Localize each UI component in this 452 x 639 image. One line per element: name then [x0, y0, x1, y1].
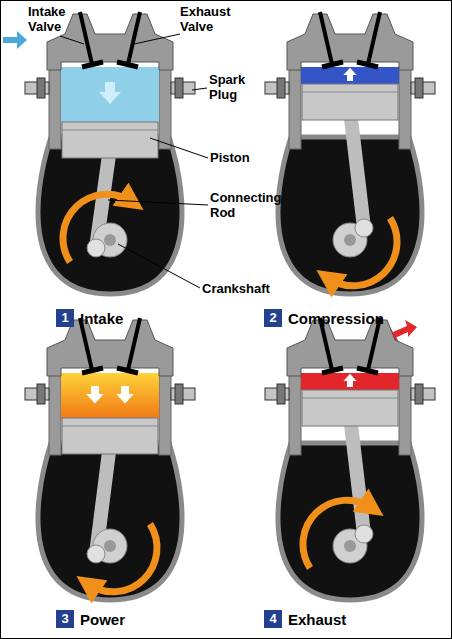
power-engine	[25, 318, 195, 600]
exhaust-step: 4 Exhaust	[264, 610, 346, 628]
intake-step: 1 Intake	[56, 309, 123, 327]
exhaust-engine	[265, 318, 435, 600]
part-label: Connecting Rod	[210, 190, 288, 220]
step-name: Power	[80, 611, 125, 628]
step-name: Intake	[80, 310, 123, 327]
step-name: Exhaust	[288, 611, 346, 628]
compression-engine	[265, 12, 435, 294]
step-number: 2	[264, 309, 282, 327]
part-label: Exhaust Valve	[180, 4, 238, 34]
step-number: 3	[56, 610, 74, 628]
part-label: Spark Plug	[209, 72, 254, 102]
part-label: Piston	[210, 150, 270, 165]
step-name: Compression	[288, 310, 384, 327]
part-label: Intake Valve	[28, 4, 76, 34]
compression-step: 2 Compression	[264, 309, 384, 327]
leader-lines	[60, 34, 208, 288]
intake-engine	[3, 12, 195, 294]
step-number: 4	[264, 610, 282, 628]
step-number: 1	[56, 309, 74, 327]
power-step: 3 Power	[56, 610, 125, 628]
part-label: Crankshaft	[202, 281, 292, 296]
